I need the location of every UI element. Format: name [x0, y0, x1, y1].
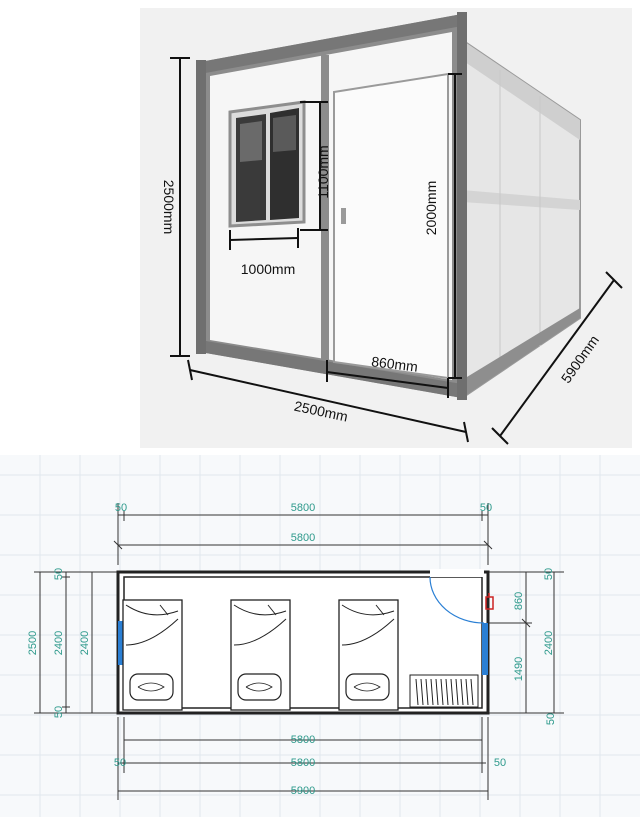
door-panel — [482, 623, 488, 675]
dim-right-50-top: 50 — [543, 568, 555, 580]
dim-top-50-left: 50 — [115, 502, 127, 514]
door-handle — [341, 208, 346, 224]
window-left — [118, 621, 124, 665]
shoe-rack-icon — [409, 674, 479, 708]
window-width-label: 1000mm — [241, 261, 295, 277]
window — [228, 100, 306, 228]
dim-bottom-50-right: 50 — [494, 757, 506, 769]
dim-right-2400: 2400 — [543, 631, 555, 655]
dim-left-50-top: 50 — [53, 568, 65, 580]
bed-2 — [230, 599, 291, 711]
pillow-icon — [129, 673, 174, 701]
bed-3 — [338, 599, 399, 711]
dim-left-2500: 2500 — [27, 631, 39, 655]
bottom-dimensions — [117, 717, 489, 800]
bed-1 — [122, 599, 183, 711]
dim-right-50-bottom: 50 — [545, 713, 557, 725]
right-dimensions — [488, 571, 564, 714]
dim-right-1490: 1490 — [513, 657, 525, 681]
pillow-icon — [345, 673, 390, 701]
dim-bottom-5900: 5900 — [291, 785, 315, 797]
floor-plan: 50 5800 50 5800 2500 2400 2400 50 50 860… — [0, 455, 640, 817]
door-height-label: 2000mm — [423, 181, 439, 235]
pillow-icon — [237, 673, 282, 701]
door-swing-icon — [429, 576, 485, 624]
window-height-label: 1100mm — [315, 145, 331, 198]
fire-extinguisher-icon — [485, 593, 494, 610]
dim-left-50-bottom: 50 — [53, 706, 65, 718]
dim-top-5800-inner: 5800 — [291, 532, 315, 544]
left-dimensions — [34, 571, 118, 714]
dim-left-2400-b: 2400 — [79, 631, 91, 655]
dim-bottom-5800-b: 5800 — [291, 757, 315, 769]
dim-left-2400-a: 2400 — [53, 631, 65, 655]
photo-dimension-lines — [170, 57, 623, 445]
dim-bottom-50-left: 50 — [114, 757, 126, 769]
container-house-photo: 2500mm 1100mm 2000mm 1000mm 860mm 2500mm… — [140, 8, 632, 448]
door-width-label: 860mm — [370, 353, 418, 375]
dim-right-860: 860 — [513, 592, 525, 610]
height-label: 2500mm — [161, 180, 177, 234]
dim-top-50-right: 50 — [480, 502, 492, 514]
container-side-wall — [461, 38, 581, 400]
dim-top-5800-outer: 5800 — [291, 502, 315, 514]
top-dimensions — [113, 503, 493, 565]
dim-bottom-5800-a: 5800 — [291, 734, 315, 746]
